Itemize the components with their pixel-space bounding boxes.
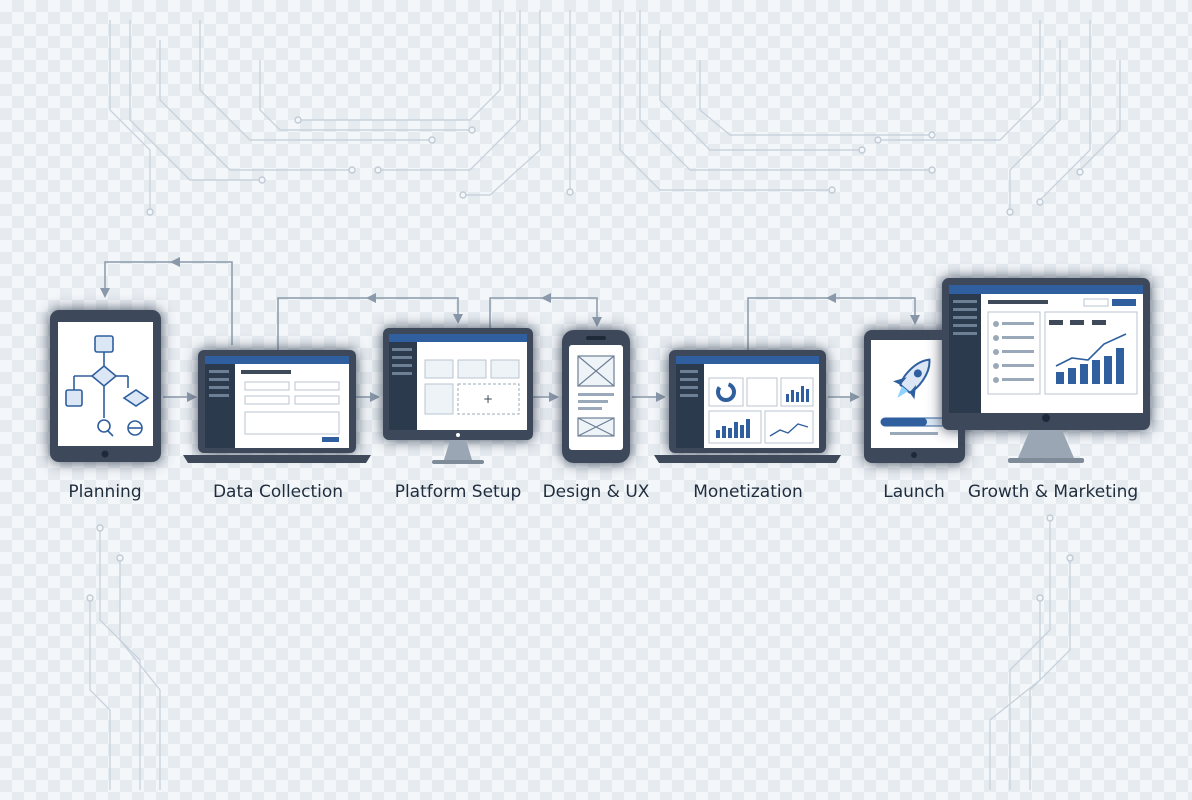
flow-arrows — [100, 257, 968, 402]
growth-marketing-monitor — [942, 278, 1150, 463]
data-collection-laptop — [183, 350, 371, 463]
stage-label-monetization: Monetization — [693, 482, 803, 502]
stage-label-design-ux: Design & UX — [542, 482, 650, 502]
stage-label-platform-setup: Platform Setup — [394, 482, 522, 502]
svg-text:+: + — [483, 392, 493, 406]
rocket-icon — [892, 358, 931, 400]
platform-setup-monitor: + — [383, 328, 533, 464]
flowchart-icon — [65, 335, 150, 437]
circuit-nodes — [86, 116, 1084, 602]
design-ux-phone — [562, 330, 630, 463]
stage-label-data-collection: Data Collection — [212, 482, 344, 502]
stage-label-planning: Planning — [68, 482, 142, 502]
monetization-laptop — [654, 350, 841, 463]
circuit-traces — [89, 10, 1121, 790]
stage-label-launch: Launch — [883, 482, 945, 502]
planning-tablet — [50, 310, 161, 462]
stage-label-growth-marketing: Growth & Marketing — [967, 482, 1139, 502]
